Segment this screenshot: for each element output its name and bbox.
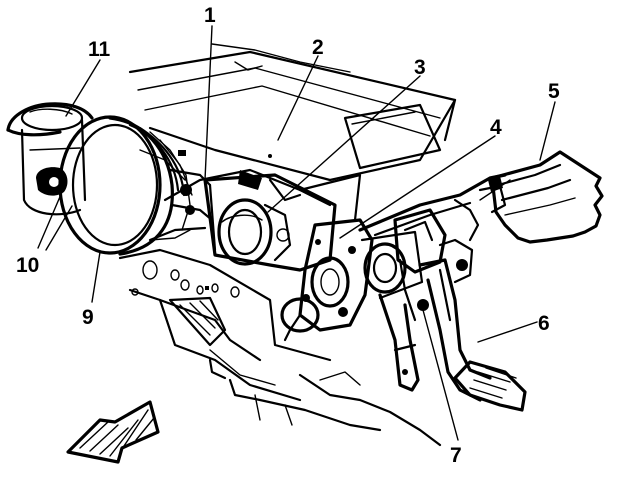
brake-booster [58, 115, 214, 256]
hatched-block [168, 296, 227, 347]
pedal-bracket-assembly [280, 218, 424, 342]
brake-pedal-arm [418, 258, 527, 412]
leader-lines [37, 25, 556, 441]
callout-6: 6 [538, 312, 550, 335]
callout-9: 9 [82, 306, 94, 329]
pedal-bracket [203, 170, 362, 272]
callout-5: 5 [548, 80, 560, 103]
callout-1: 1 [204, 4, 216, 27]
firewall-panel [118, 168, 442, 447]
callout-3: 3 [414, 56, 426, 79]
master-cylinder-reservoir [6, 102, 94, 216]
cowl-panel [128, 43, 457, 182]
accelerator-pedal-module [478, 150, 604, 244]
callout-11: 11 [88, 38, 111, 61]
callout-labels: 1 2 3 4 5 6 7 9 10 11 [16, 4, 560, 467]
forward-direction-arrow [66, 400, 160, 464]
callout-4: 4 [490, 116, 502, 139]
callout-10: 10 [16, 254, 39, 277]
callout-7: 7 [450, 444, 462, 467]
lower-bracket [378, 293, 429, 392]
callout-2: 2 [312, 36, 324, 59]
